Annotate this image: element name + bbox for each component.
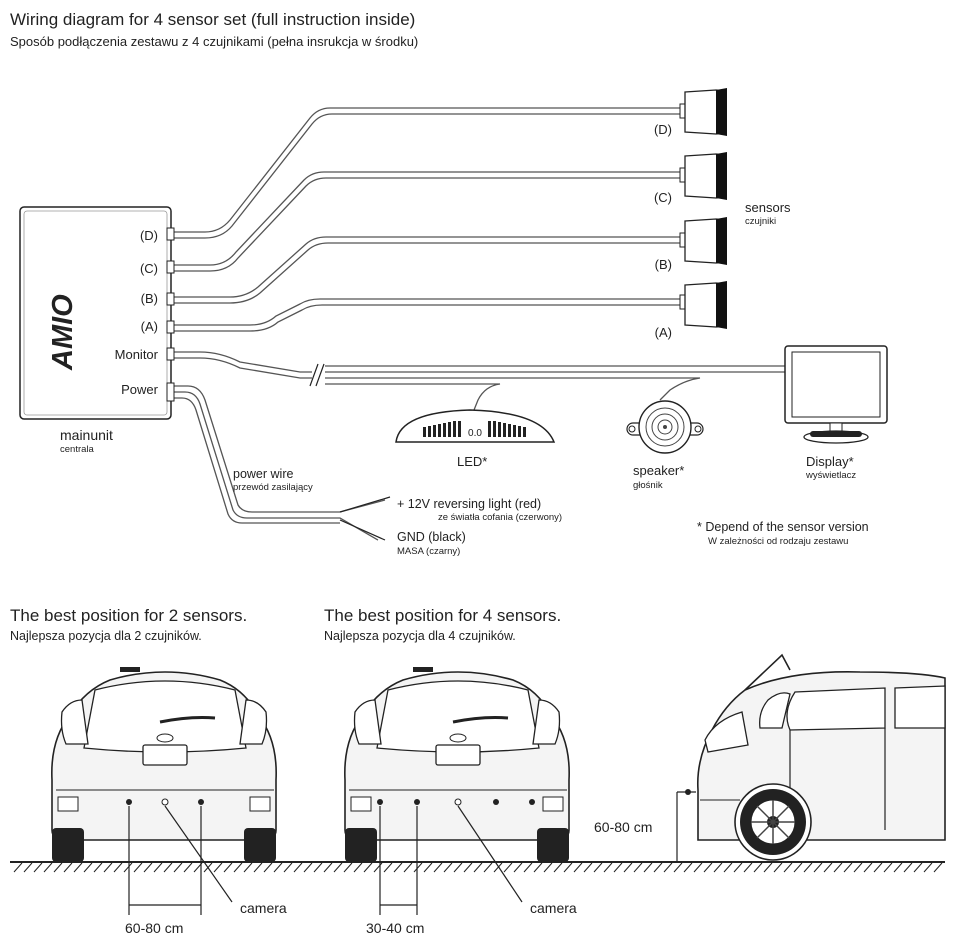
- speaker-label: speaker*: [633, 463, 684, 478]
- port-label-c: (C): [140, 261, 158, 276]
- monitor-wires: [172, 351, 790, 411]
- sensor-c: (C): [654, 152, 727, 205]
- main-unit: AMIO (D) (C) (B) (A) Monitor Power mainu…: [19, 206, 175, 455]
- four-sensor-subtitle: Najlepsza pozycja dla 4 czujników.: [324, 629, 516, 643]
- sensor-label-c: (C): [654, 190, 672, 205]
- led-display: 0.0 LED*: [395, 409, 556, 469]
- power-wires: [172, 385, 391, 541]
- power-positive-sublabel: ze światła cofania (czerwony): [438, 512, 562, 523]
- power-positive-label: + 12V reversing light (red): [397, 497, 541, 511]
- port-label-power: Power: [121, 382, 159, 397]
- amio-logo: AMIO: [47, 294, 79, 371]
- distance-label-two: 60-80 cm: [125, 920, 183, 936]
- power-wire-sublabel: przewód zasilający: [233, 482, 313, 493]
- two-sensor-title: The best position for 2 sensors.: [10, 606, 247, 625]
- sensor-label-b: (B): [655, 257, 672, 272]
- display-monitor: Display* wyświetlacz: [784, 345, 888, 481]
- sensor-label-a: (A): [655, 325, 672, 340]
- sensor-d: (D): [654, 88, 727, 137]
- sensor-a: (A): [655, 281, 727, 340]
- mainunit-label: mainunit: [60, 427, 113, 443]
- power-ground-label: GND (black): [397, 530, 466, 544]
- distance-label-four: 30-40 cm: [366, 920, 424, 936]
- ground-line: [10, 861, 945, 873]
- display-sublabel: wyświetlacz: [805, 470, 856, 481]
- height-label: 60-80 cm: [594, 819, 652, 835]
- car-rear-two-sensors: camera 60-80 cm: [51, 667, 287, 936]
- car-rear-four-sensors: camera 30-40 cm: [344, 667, 577, 936]
- sensor-wires: [172, 107, 680, 332]
- camera-label-four: camera: [530, 900, 577, 916]
- display-label: Display*: [806, 454, 854, 469]
- camera-label-two: camera: [240, 900, 287, 916]
- led-label: LED*: [457, 454, 487, 469]
- mainunit-sublabel: centrala: [60, 444, 95, 455]
- sensor-label-d: (D): [654, 122, 672, 137]
- port-label-a: (A): [141, 319, 158, 334]
- diagram-subtitle: Sposób podłączenia zestawu z 4 czujnikam…: [10, 34, 418, 49]
- led-reading: 0.0: [468, 428, 482, 439]
- port-label-monitor: Monitor: [115, 347, 159, 362]
- four-sensor-title: The best position for 4 sensors.: [324, 606, 561, 625]
- version-note: * Depend of the sensor version: [697, 520, 869, 534]
- power-wire-label: power wire: [233, 467, 293, 481]
- car-side-view: 60-80 cm: [594, 653, 946, 862]
- sensor-b: (B): [655, 217, 727, 272]
- port-label-b: (B): [141, 291, 158, 306]
- speaker: speaker* głośnik: [626, 400, 704, 491]
- version-note-sub: W zależności od rodzaju zestawu: [708, 536, 848, 547]
- port-label-d: (D): [140, 228, 158, 243]
- sensors-label: sensors: [745, 200, 791, 215]
- port-connectors: [166, 227, 175, 402]
- sensors-sublabel: czujniki: [745, 216, 776, 227]
- two-sensor-subtitle: Najlepsza pozycja dla 2 czujników.: [10, 629, 202, 643]
- diagram-title: Wiring diagram for 4 sensor set (full in…: [10, 10, 415, 29]
- power-ground-sublabel: MASA (czarny): [397, 546, 460, 557]
- speaker-sublabel: głośnik: [633, 480, 663, 491]
